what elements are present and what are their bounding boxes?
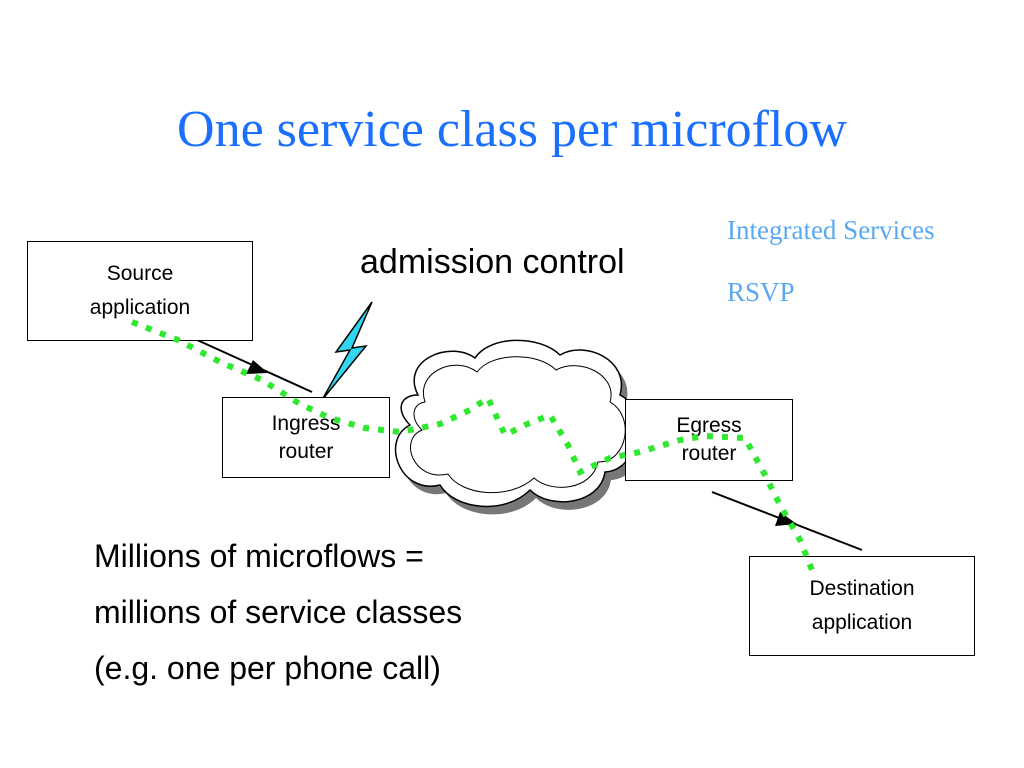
egress-line-1: Egress — [676, 414, 742, 437]
egress-line-2: router — [681, 442, 737, 465]
microflow-path — [130, 319, 815, 572]
ingress-line-2: router — [278, 439, 334, 463]
destination-application-box: Destination application — [749, 556, 975, 656]
integrated-services-label: Integrated Services — [727, 215, 935, 245]
microflow-explanation: Millions of microflows = millions of ser… — [94, 528, 462, 696]
network-cloud — [394, 339, 644, 515]
egress-to-destination-arrow — [711, 491, 863, 551]
destination-line-1: Destination — [809, 577, 915, 600]
body-line-1: Millions of microflows = — [94, 538, 424, 574]
source-line-2: application — [89, 296, 191, 319]
ingress-router-box: Ingress router — [222, 397, 390, 478]
source-application-box: Source application — [27, 241, 253, 341]
admission-control-label: admission control — [360, 243, 625, 281]
body-line-3: (e.g. one per phone call) — [94, 650, 441, 686]
source-line-1: Source — [106, 262, 174, 285]
rsvp-label: RSVP — [727, 277, 795, 307]
destination-line-2: application — [811, 611, 913, 634]
egress-router-box: Egress router — [625, 399, 793, 481]
slide-title: One service class per microflow — [177, 101, 847, 158]
body-line-2: millions of service classes — [94, 594, 463, 630]
